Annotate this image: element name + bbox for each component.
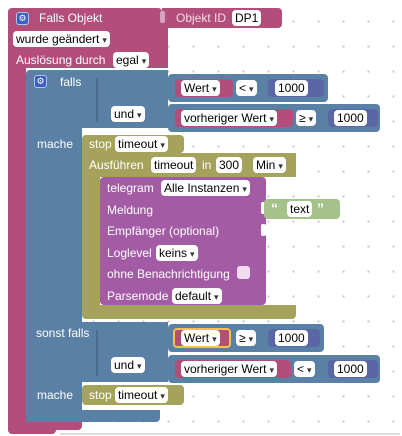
unit-dropdown[interactable]: Min <box>253 157 286 173</box>
wert-dropdown[interactable]: Wert <box>181 80 220 96</box>
delay-field[interactable]: 300 <box>216 157 243 173</box>
empfaenger-input-notch <box>261 224 266 236</box>
und-dropdown[interactable]: und <box>111 357 145 373</box>
horizontal-scrollbar[interactable] <box>60 433 400 435</box>
ausfuehren-label: Ausführen <box>89 158 144 172</box>
sonst-falls-label: sonst falls <box>36 326 90 340</box>
trigger-block-end <box>8 426 56 434</box>
object-id-field[interactable]: DP1 <box>232 10 262 26</box>
object-id-label: Objekt ID <box>176 11 227 25</box>
trigger-block-spine <box>8 68 26 422</box>
parsemode-label: Parsemode <box>107 289 169 303</box>
gear-icon[interactable]: ⚙ <box>34 75 47 88</box>
ohne-label: ohne Benachrichtigung <box>107 267 230 281</box>
text-field[interactable]: text <box>287 201 313 217</box>
meldung-label: Meldung <box>107 203 154 217</box>
telegram-title: telegram <box>107 181 154 195</box>
mache-label: mache <box>37 137 74 151</box>
instance-dropdown[interactable]: Alle Instanzen <box>161 180 250 196</box>
empfaenger-label: Empfänger (optional) <box>107 224 220 238</box>
falls-label: falls <box>60 75 82 89</box>
if-block-footer <box>26 410 160 422</box>
operator-dropdown[interactable]: < <box>294 361 315 377</box>
stop-timer-dropdown[interactable]: timeout <box>115 136 168 152</box>
operator-dropdown[interactable]: ≥ <box>296 110 317 126</box>
parsemode-dropdown[interactable]: default <box>172 288 222 304</box>
number-field[interactable]: 1000 <box>275 330 308 346</box>
elseif-divider <box>96 330 98 376</box>
ausloesung-dropdown[interactable]: egal <box>113 52 150 68</box>
loglevel-dropdown[interactable]: keins <box>156 245 198 261</box>
number-field[interactable]: 1000 <box>275 80 308 96</box>
ausloesung-label: Auslösung durch <box>16 53 106 67</box>
mache-label: mache <box>37 388 74 402</box>
prev-wert-dropdown[interactable]: vorheriger Wert <box>181 110 278 126</box>
stop-label: stop <box>89 137 112 151</box>
timer-name-field[interactable]: timeout <box>151 157 197 173</box>
operator-dropdown[interactable]: ≥ <box>236 330 257 346</box>
quote-close-icon: ” <box>317 200 324 216</box>
stop-timer-dropdown[interactable]: timeout <box>115 387 168 403</box>
ohne-checkbox[interactable] <box>237 266 250 279</box>
timeout-block-footer <box>82 305 296 319</box>
und-dropdown[interactable]: und <box>111 106 145 122</box>
gear-icon[interactable]: ⚙ <box>16 12 29 25</box>
prev-wert-dropdown[interactable]: vorheriger Wert <box>181 361 278 377</box>
in-label: in <box>202 158 212 172</box>
trigger-block[interactable] <box>8 8 162 28</box>
timeout-block-spine <box>82 177 100 315</box>
object-id-connector <box>160 11 165 23</box>
stop-label: stop <box>89 388 112 402</box>
wert-dropdown[interactable]: Wert <box>181 330 220 346</box>
quote-open-icon: “ <box>271 200 278 216</box>
telegram-block[interactable] <box>100 177 266 305</box>
number-field[interactable]: 1000 <box>334 361 367 377</box>
operator-dropdown[interactable]: < <box>236 80 257 96</box>
change-type-dropdown[interactable]: wurde geändert <box>13 31 110 47</box>
loglevel-label: Loglevel <box>107 246 152 260</box>
if-divider <box>96 78 98 122</box>
trigger-title: Falls Objekt <box>39 11 103 25</box>
number-field[interactable]: 1000 <box>334 110 367 126</box>
meldung-input-notch <box>261 202 266 214</box>
